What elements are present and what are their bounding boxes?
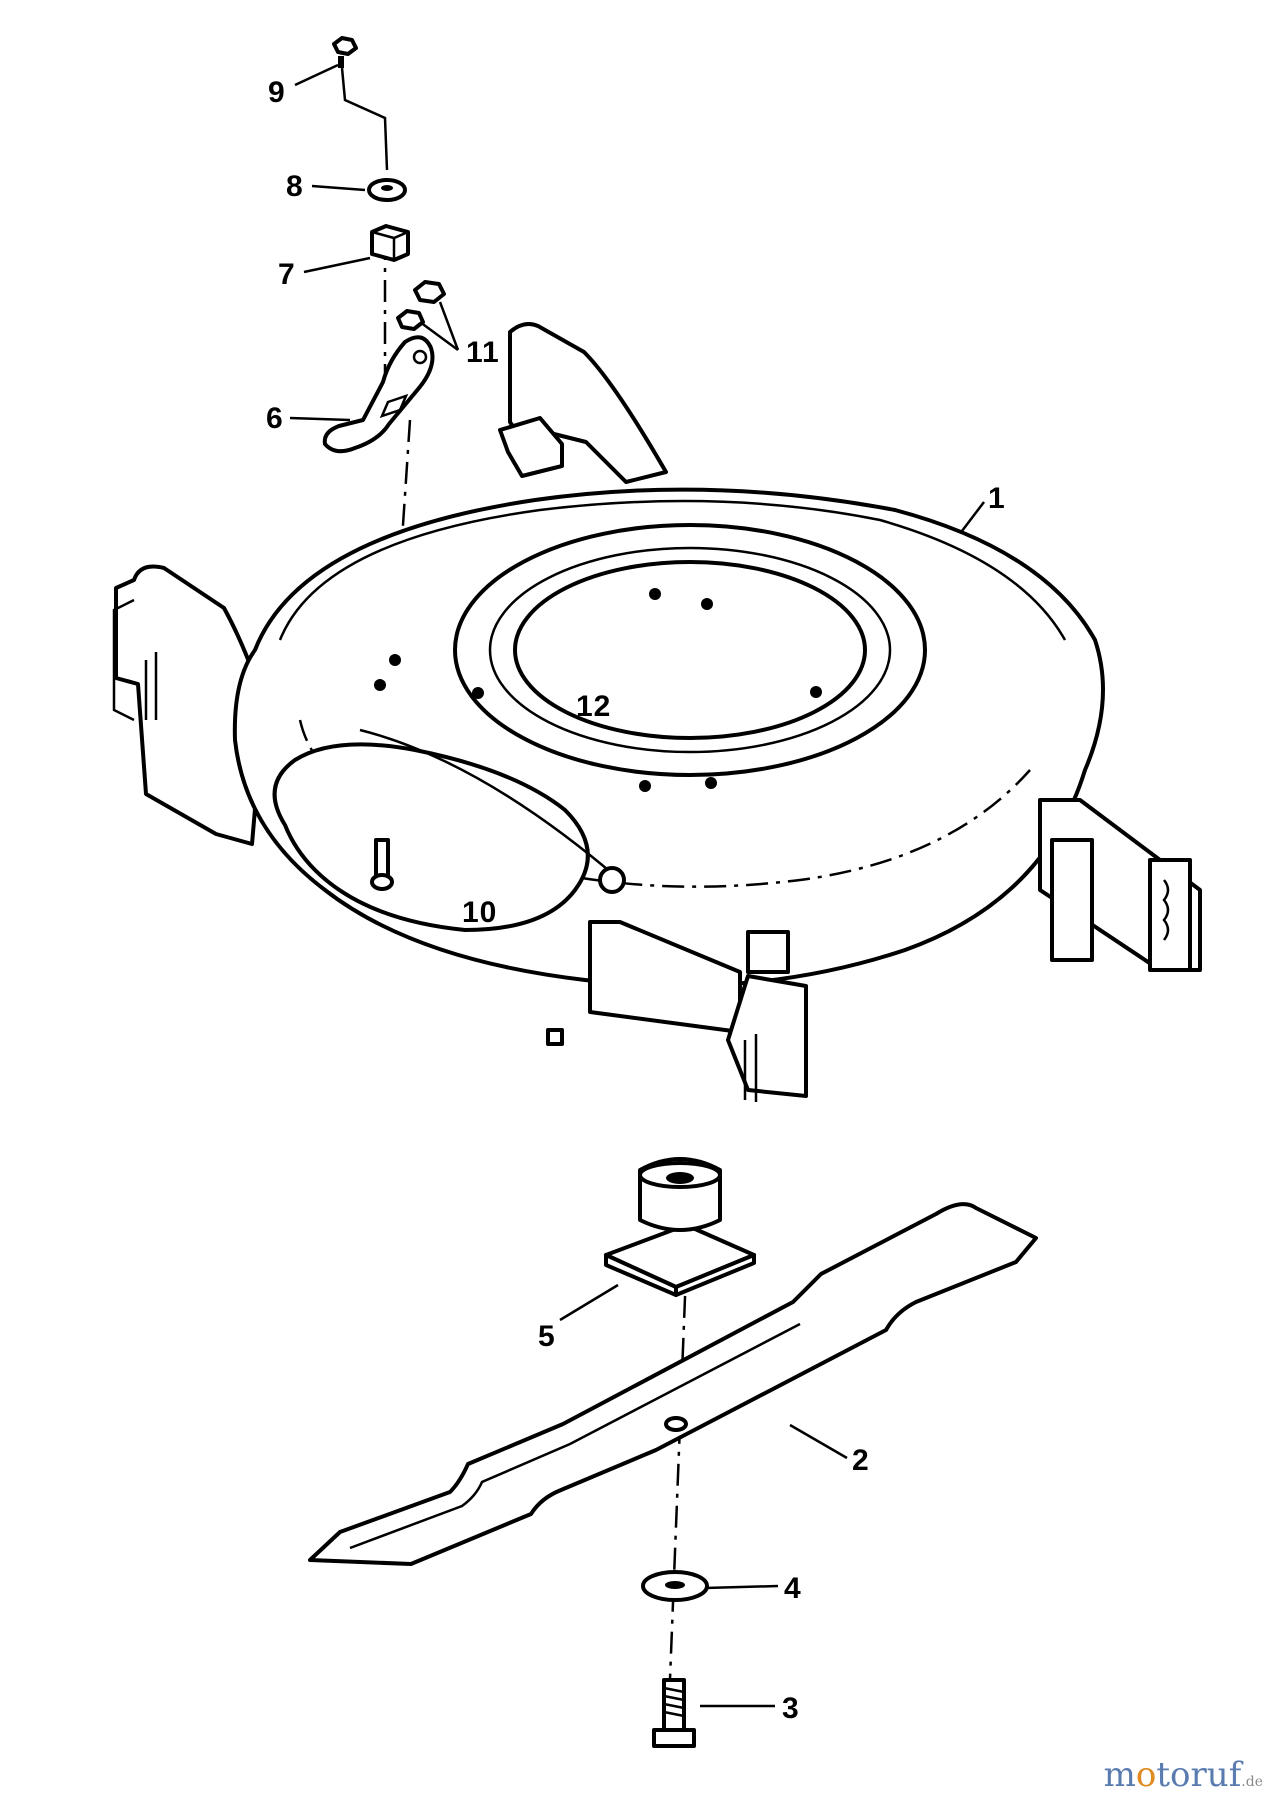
callout-3: 3 [782, 1692, 800, 1725]
watermark-suffix: .de [1241, 1774, 1263, 1790]
part-5-hub [604, 1157, 756, 1297]
callout-12: 12 [576, 690, 612, 723]
callout-6: 6 [266, 402, 284, 435]
callout-5: 5 [538, 1320, 556, 1353]
part-8-nut [367, 178, 407, 202]
callout-leaders [289, 63, 985, 1708]
part-4-washer [641, 1570, 709, 1602]
watermark-letter: r [1190, 1755, 1207, 1795]
site-watermark: motoruf.de [1104, 1758, 1263, 1792]
callout-8: 8 [286, 170, 304, 203]
callout-10: 10 [462, 896, 498, 929]
part-10-bolt [370, 838, 394, 891]
part-9-screw [332, 36, 358, 68]
part-11-nuts [396, 280, 446, 331]
callout-9: 9 [268, 76, 286, 109]
callout-7: 7 [278, 258, 296, 291]
callout-1: 1 [988, 482, 1006, 515]
watermark-letter: o [1170, 1755, 1191, 1795]
part-2-blade [308, 1202, 1038, 1566]
callout-11: 11 [466, 336, 500, 369]
watermark-letter: f [1228, 1755, 1242, 1795]
watermark-letter: o [1135, 1755, 1157, 1795]
watermark-letter: m [1103, 1755, 1136, 1795]
watermark-letter: u [1206, 1755, 1229, 1795]
part-3-bolt [652, 1678, 696, 1748]
part-1-deck [112, 322, 1202, 1102]
callout-2: 2 [852, 1444, 870, 1477]
watermark-letter: t [1156, 1755, 1171, 1795]
callout-4: 4 [784, 1572, 802, 1605]
part-7-clip [370, 224, 410, 262]
part-6-bracket [322, 335, 435, 454]
